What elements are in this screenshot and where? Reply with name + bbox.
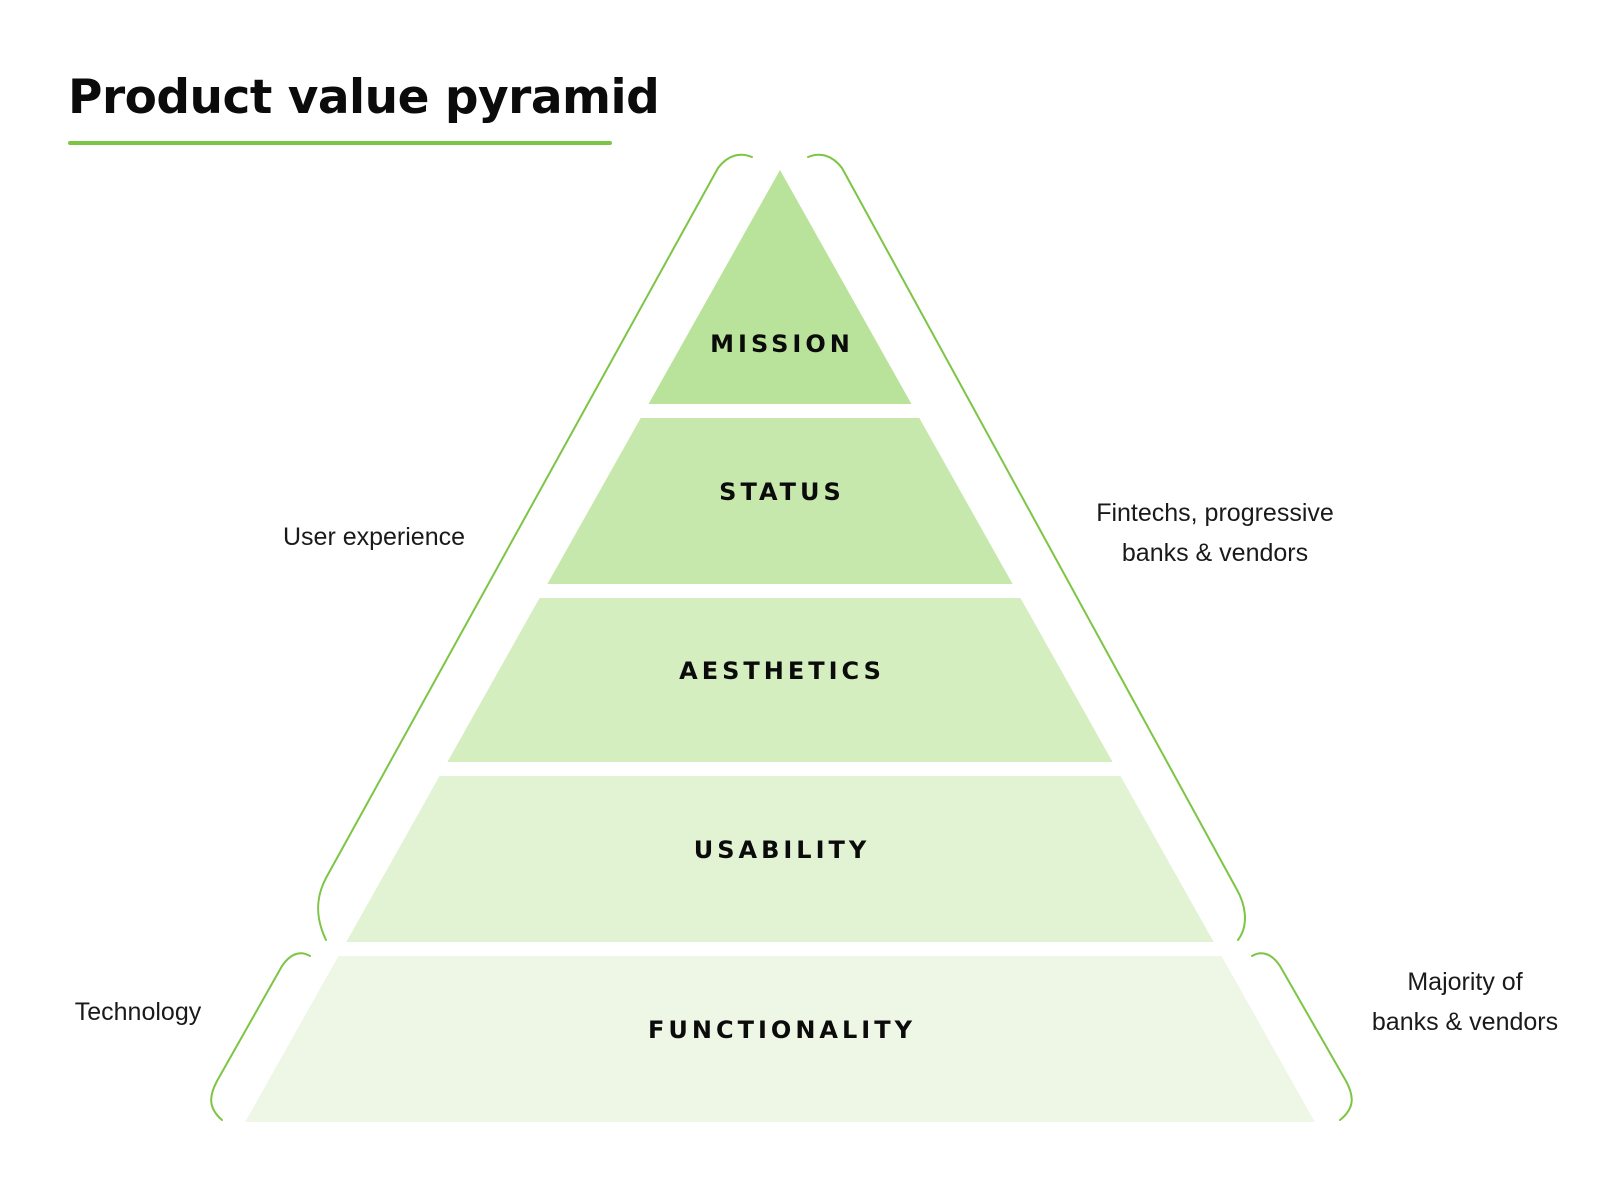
- upper-right-bracket: [807, 153, 1246, 941]
- level-label-usability: USABILITY: [694, 836, 871, 864]
- level-label-aesthetics: AESTHETICS: [679, 657, 885, 685]
- level-label-mission: MISSION: [710, 330, 854, 358]
- pyramid-level-functionality: [245, 956, 1315, 1122]
- page-title: Product value pyramid: [68, 70, 660, 125]
- pyramid-level-mission: [648, 170, 912, 404]
- title-underline: [68, 141, 612, 145]
- lower-right-bracket: [1251, 952, 1353, 1121]
- lower-right-label-line-2: banks & vendors: [1372, 1008, 1558, 1036]
- upper-right-label-line-1: Fintechs, progressive: [1096, 499, 1334, 527]
- lower-left-bracket: [210, 952, 311, 1121]
- upper-left-bracket: [317, 153, 753, 941]
- level-label-functionality: FUNCTIONALITY: [648, 1016, 916, 1044]
- pyramid-level-status: [547, 418, 1013, 584]
- level-label-status: STATUS: [719, 478, 845, 506]
- pyramid-level-aesthetics: [447, 598, 1113, 762]
- upper-right-label-line-2: banks & vendors: [1122, 539, 1308, 567]
- pyramid-level-usability: [346, 776, 1214, 942]
- lower-right-label-line-1: Majority of: [1407, 968, 1522, 996]
- upper-left-label-line-1: User experience: [283, 523, 465, 551]
- lower-left-label-line-1: Technology: [75, 998, 202, 1026]
